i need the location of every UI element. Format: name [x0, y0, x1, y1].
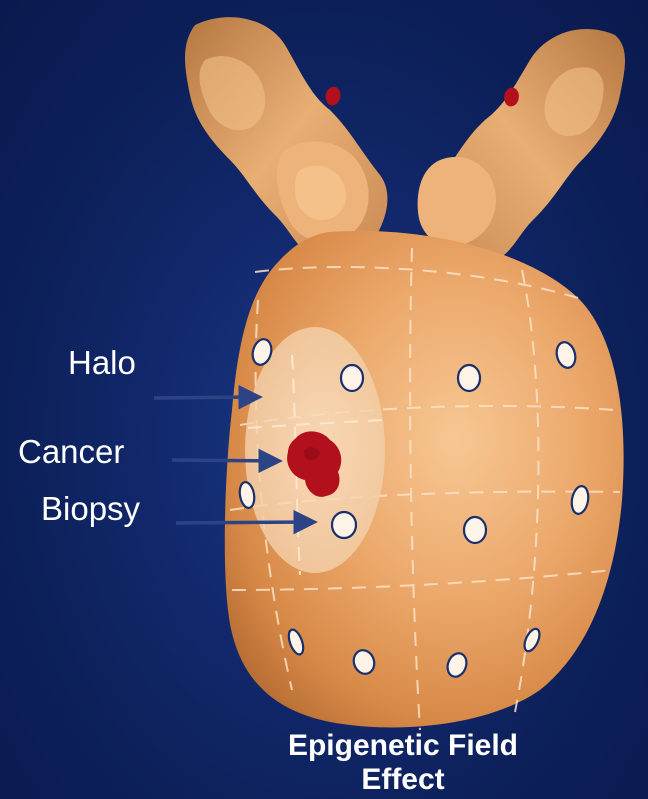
halo-arrow [154, 397, 258, 398]
cancer-label: Cancer [18, 435, 124, 468]
caption-line-1: Epigenetic Field [238, 731, 568, 761]
right-seminal-vesicle [418, 29, 625, 264]
halo-label: Halo [68, 346, 136, 379]
biopsy-arrow [176, 522, 313, 523]
biopsy-label: Biopsy [41, 492, 140, 525]
left-seminal-vesicle [185, 17, 387, 261]
prostate-body [225, 231, 624, 730]
cancer-arrow [172, 460, 278, 461]
caption-line-2: Effect [238, 765, 568, 795]
